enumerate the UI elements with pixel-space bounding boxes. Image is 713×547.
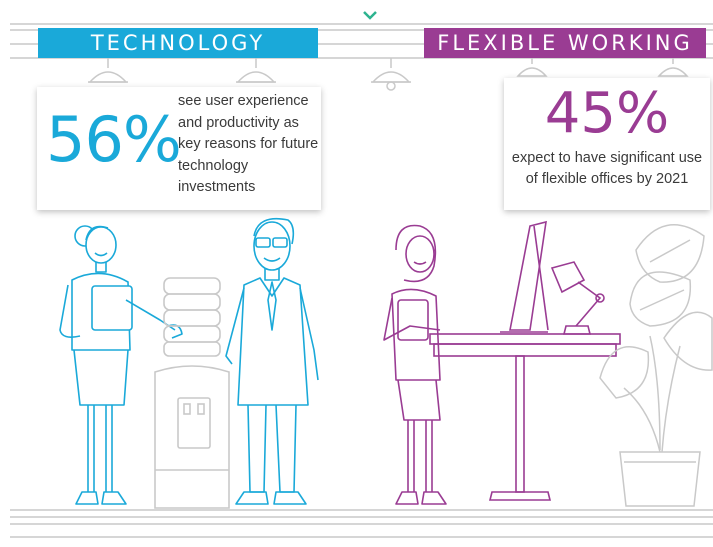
flexible-working-stat-value: 45% bbox=[544, 81, 670, 146]
technology-stat-card: 56% see user experience and productivity… bbox=[37, 87, 321, 210]
floor-lines bbox=[10, 509, 713, 538]
man-in-suit-illustration bbox=[225, 217, 319, 505]
ceiling-lamp-icon bbox=[88, 58, 689, 91]
flexible-working-stat-description: expect to have significant use of flexib… bbox=[511, 150, 703, 187]
flexible-working-stat-card: 45% expect to have significant use of fl… bbox=[504, 78, 710, 210]
technology-banner: TECHNOLOGY bbox=[38, 28, 318, 58]
woman-at-standing-desk-illustration bbox=[383, 224, 447, 505]
technology-stat-description: see user experience and productivity as … bbox=[178, 93, 319, 195]
desk-lamp-icon bbox=[550, 261, 605, 335]
potted-plant-illustration bbox=[599, 224, 713, 507]
technology-stat-value: 56% bbox=[46, 103, 182, 176]
computer-monitor-illustration bbox=[429, 220, 621, 501]
water-cooler-illustration bbox=[154, 277, 230, 509]
flexible-working-banner: FLEXIBLE WORKING bbox=[424, 28, 706, 58]
chevron-down-icon bbox=[363, 11, 377, 20]
